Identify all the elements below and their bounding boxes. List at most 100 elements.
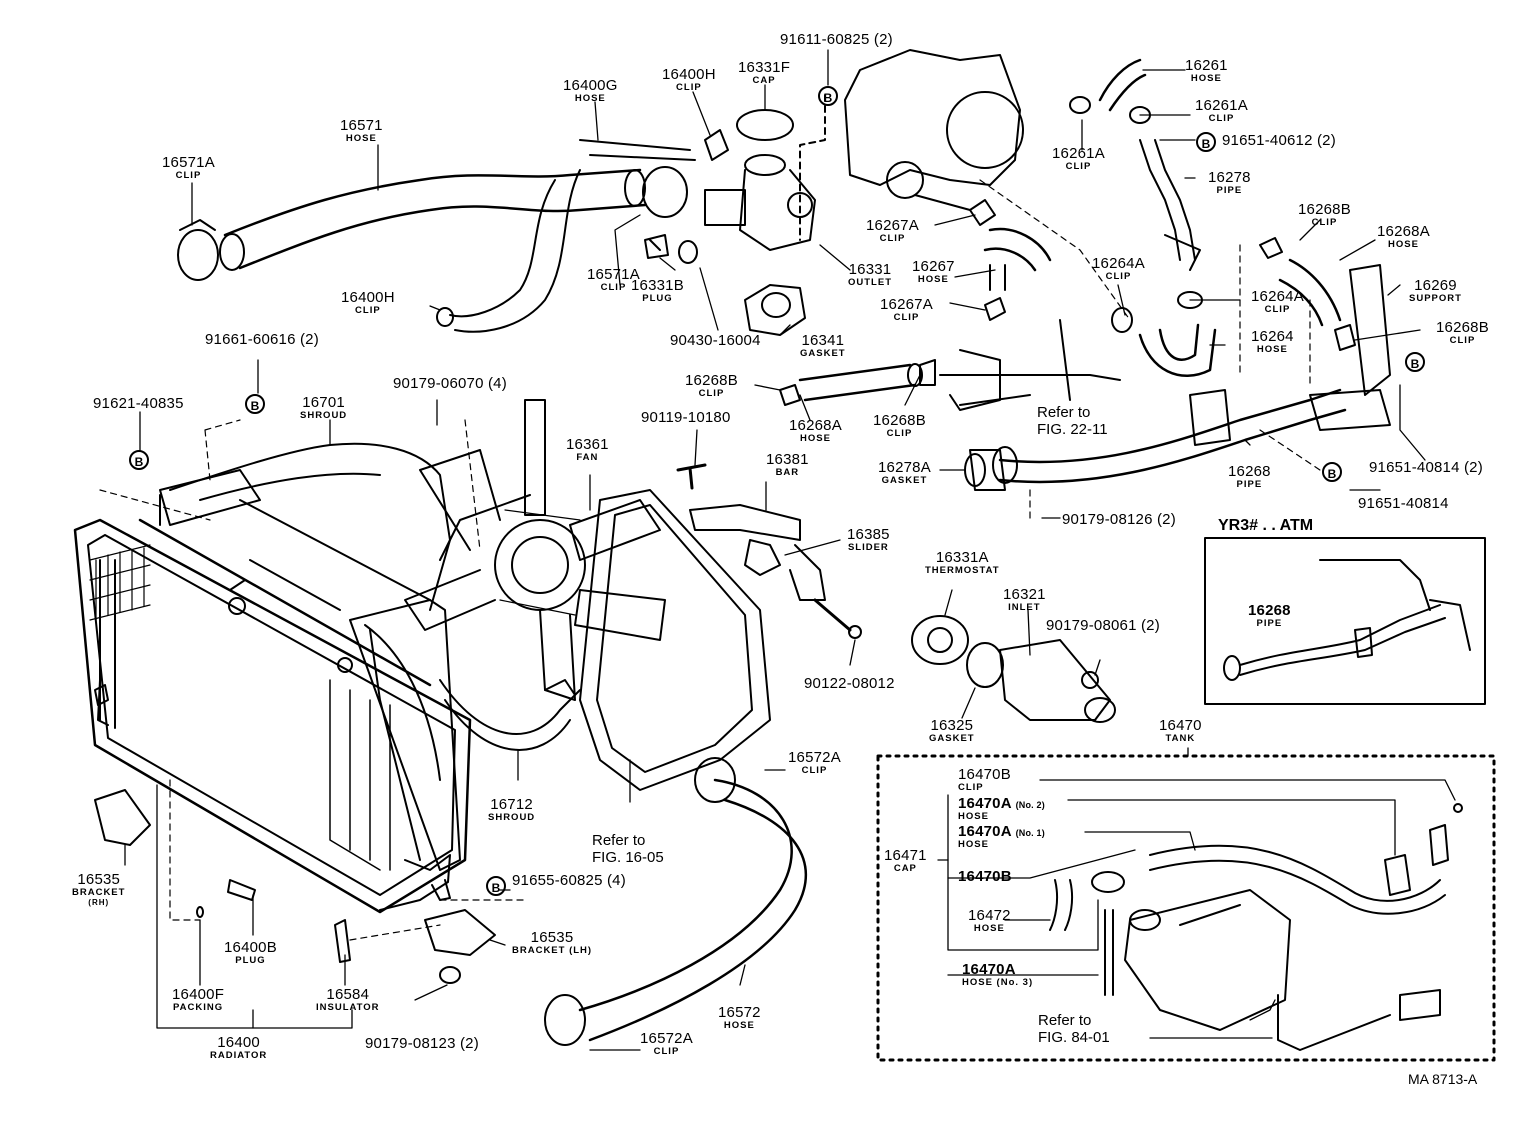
leader-lines <box>124 49 1456 1051</box>
hose-16264-drawing <box>1111 307 1217 378</box>
part-label-91655-60825: 91655-60825 (4) <box>512 872 626 889</box>
radiator-drawing <box>73 469 472 914</box>
variant-inset-drawing <box>1204 537 1486 705</box>
tank-box-drawing <box>876 754 1496 1062</box>
part-label-90179-08126: 90179-08126 (2) <box>1062 511 1176 528</box>
part-label-91611-60825: 91611-60825 (2) <box>780 31 893 48</box>
badge-b: B <box>129 450 149 470</box>
badge-b: B <box>486 876 506 896</box>
mid-hose-drawing <box>779 319 1121 411</box>
badge-b: B <box>818 86 838 106</box>
part-label-90122-08012: 90122-08012 <box>804 675 895 692</box>
upper-shroud-drawing <box>169 442 531 871</box>
part-label-90430-16004: 90430-16004 <box>670 332 761 349</box>
part-label-91651-40612: 91651-40612 (2) <box>1222 132 1336 149</box>
badge-b: B <box>1405 352 1425 372</box>
diagram-code: MA 8713-A <box>1408 1071 1478 1087</box>
brackets-drawing <box>94 789 496 984</box>
upper-hoses-drawing <box>177 129 729 333</box>
part-label-90179-06070: 90179-06070 (4) <box>393 375 507 392</box>
thermostat-inlet-drawing <box>911 615 1116 723</box>
part-label-16470a-no1: 16470A (No. 1)HOSE <box>958 823 1045 850</box>
bar-slider-drawing <box>676 463 862 639</box>
pipe-16268-drawing <box>969 388 1391 491</box>
hose-16267-drawing <box>969 199 1052 321</box>
badge-b: B <box>245 394 265 414</box>
badge-b: B <box>1196 132 1216 152</box>
part-label-91621-40835: 91621-40835 <box>93 395 184 412</box>
lower-shroud-drawing <box>439 679 581 751</box>
lower-hose-drawing <box>544 757 807 1046</box>
pipe-16278-drawing <box>1069 58 1203 309</box>
fan-ring-drawing <box>579 489 771 791</box>
part-label-90179-08123: 90179-08123 (2) <box>365 1035 479 1052</box>
hose-16268a-drawing <box>1259 237 1391 396</box>
part-label-16470b-mid: 16470B <box>958 868 1012 885</box>
fan-drawing <box>404 399 666 701</box>
dashed-connection-lines <box>99 179 1321 941</box>
part-label-16470a-no2: 16470A (No. 2)HOSE <box>958 795 1045 822</box>
part-label-90179-08061: 90179-08061 (2) <box>1046 617 1160 634</box>
variant-title: YR3# . . ATM <box>1218 517 1314 534</box>
part-label-91651-40814: 91651-40814 <box>1358 495 1449 512</box>
part-label-90119-10180: 90119-10180 <box>641 409 731 426</box>
part-label-91661-60616: 91661-60616 (2) <box>205 331 319 348</box>
badge-b: B <box>1322 462 1342 482</box>
engine-outline-drawing <box>844 49 1024 211</box>
